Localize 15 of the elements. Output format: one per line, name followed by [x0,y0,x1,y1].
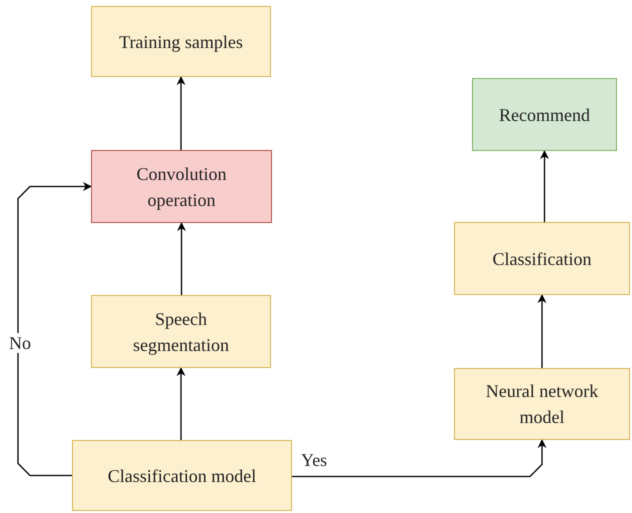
arrow [176,76,186,150]
arrow [538,294,546,368]
process-box: Convolution operation [91,150,272,223]
process-box: Classification [454,222,630,295]
process-box: Speech segmentation [91,295,271,368]
arrow [177,222,186,295]
arrow [17,182,92,476]
arrow [292,439,546,478]
process-box: Recommend [472,78,617,151]
edge-label: No [8,333,32,353]
process-box: Classification model [72,440,292,511]
arrow [176,367,186,440]
process-box: Training samples [91,6,271,77]
process-box: Neural network model [454,368,630,440]
arrow [540,150,549,222]
